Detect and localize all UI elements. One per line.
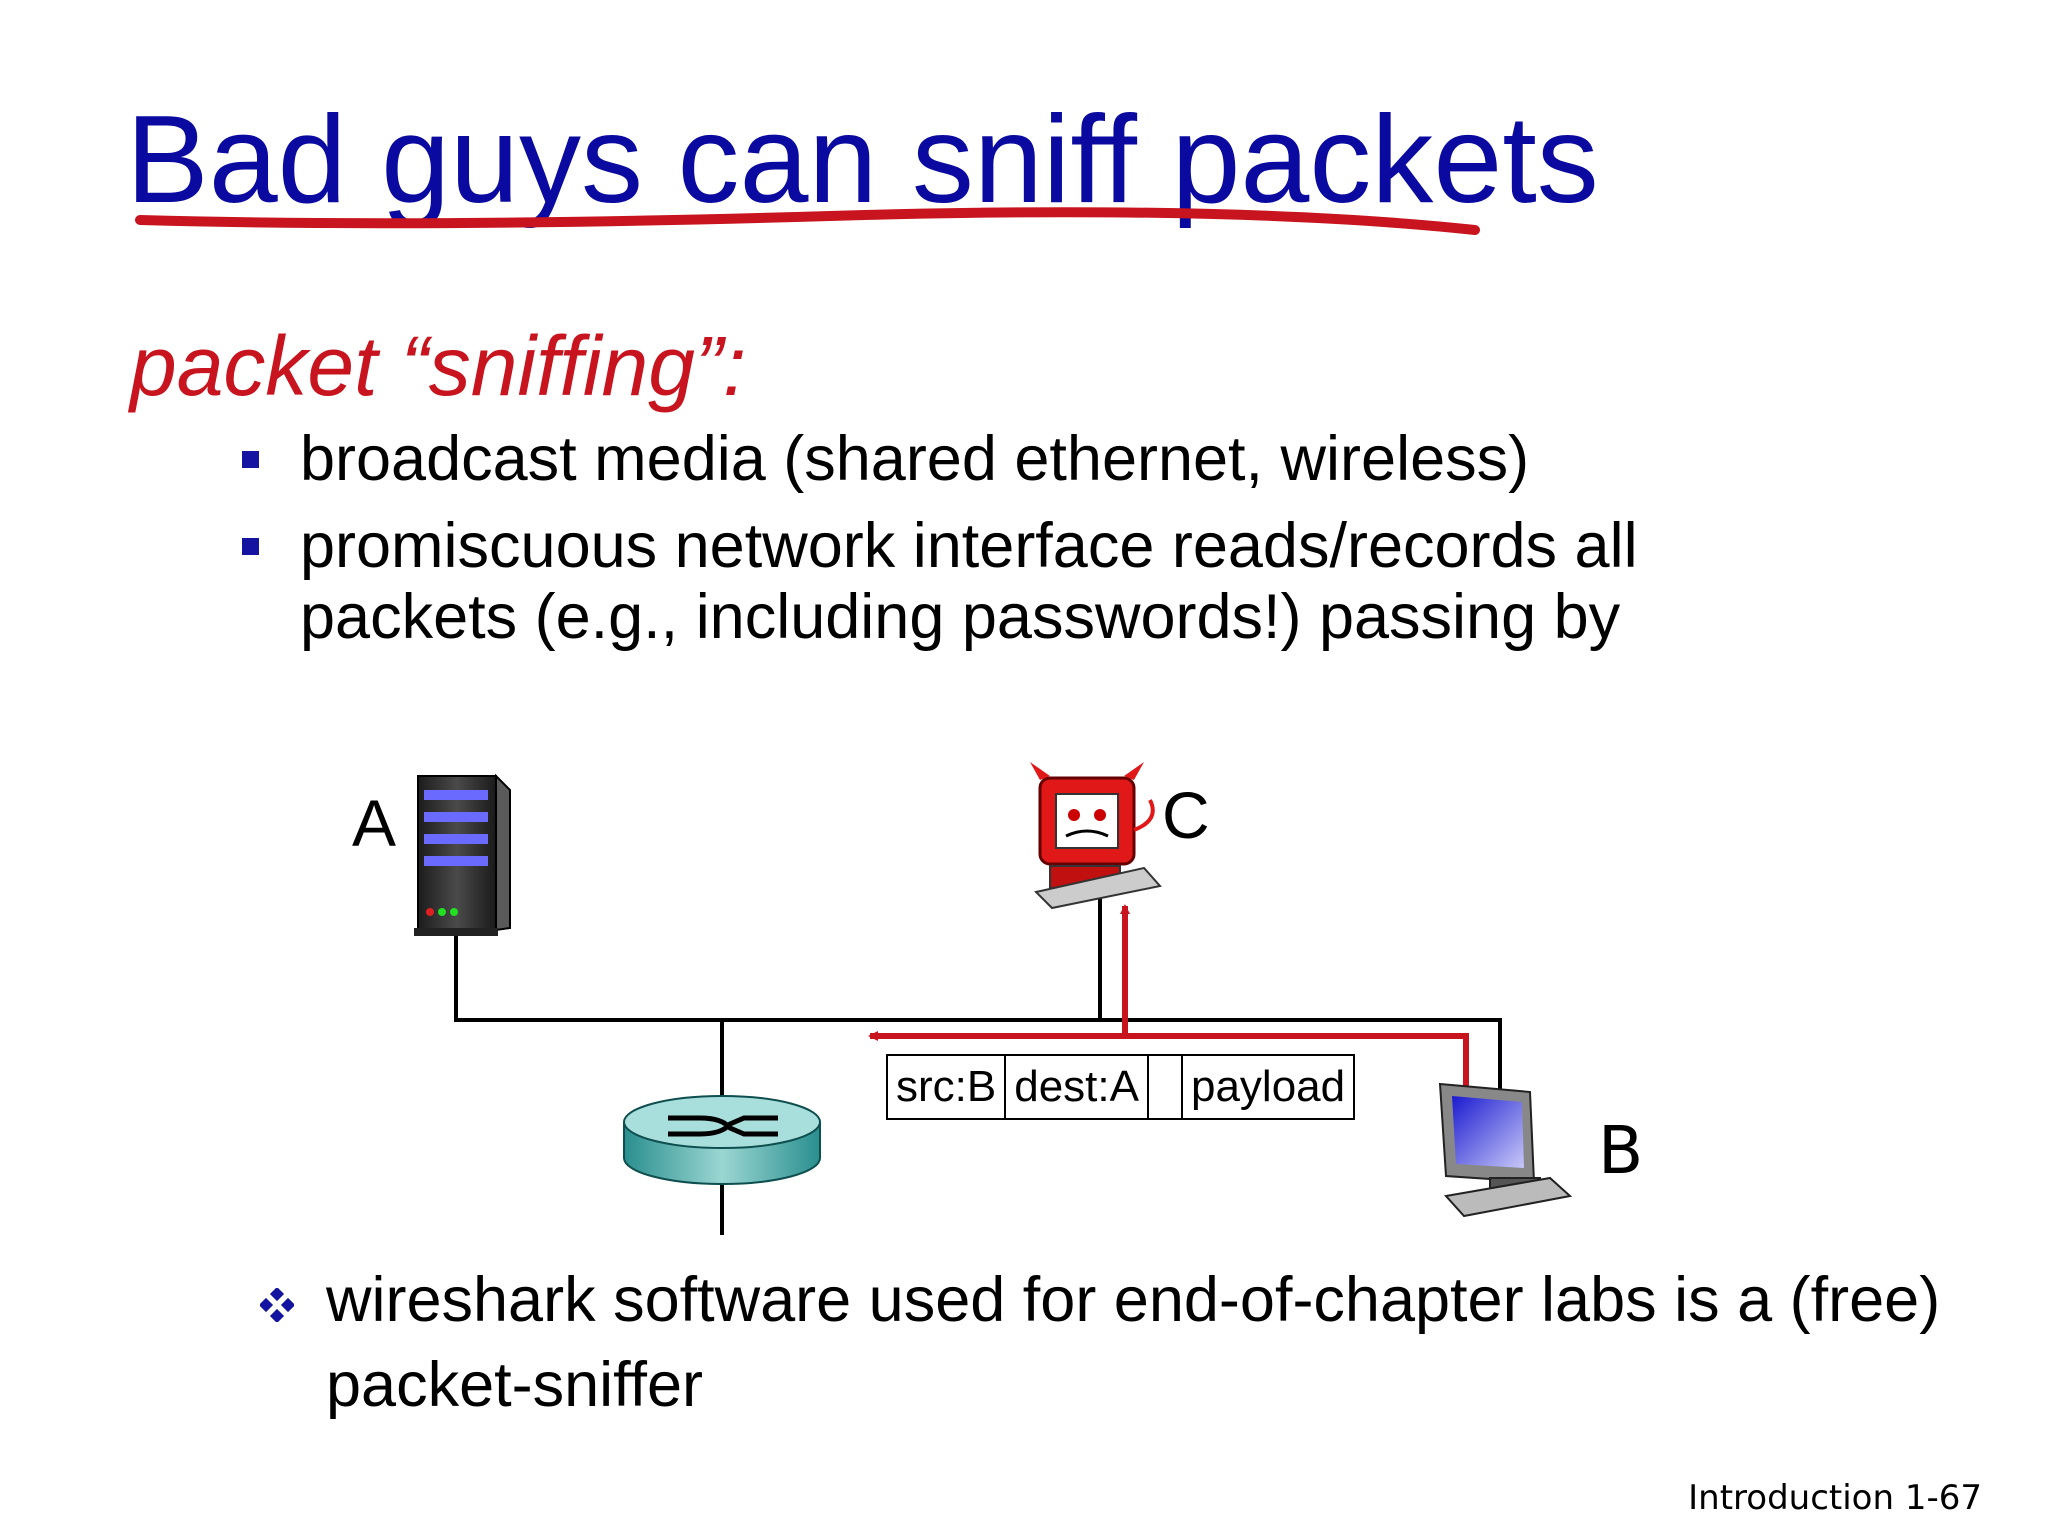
square-bullet-icon <box>242 538 259 555</box>
wireshark-note: wireshark software used for end-of-chapt… <box>260 1258 1966 1428</box>
packet-payload-field: payload <box>1190 1062 1346 1111</box>
title-underline <box>135 207 1480 235</box>
square-bullet-icon <box>242 451 259 468</box>
devil-computer-icon <box>1030 762 1162 910</box>
bullet-text: promiscuous network interface reads/reco… <box>300 511 1638 652</box>
sniff-path-arrows <box>868 904 1469 1108</box>
host-c-label: C <box>1162 778 1210 852</box>
packet-header: src:B dest:A payload <box>886 1054 1356 1120</box>
bullet-item: broadcast media (shared ethernet, wirele… <box>240 424 1840 495</box>
bullet-text: broadcast media (shared ethernet, wirele… <box>300 424 1530 494</box>
host-a-label: A <box>352 786 397 860</box>
packet-blank-field <box>1149 1056 1183 1118</box>
note-text: wireshark software used for end-of-chapt… <box>326 1265 1941 1420</box>
packet-dest-field: dest:A <box>1006 1056 1149 1118</box>
slide-footer: Introduction 1-67 <box>1688 1478 1982 1518</box>
router-icon <box>623 1095 821 1185</box>
server-icon <box>414 773 511 936</box>
diamond-bullet-icon <box>260 1288 294 1322</box>
bullet-item: promiscuous network interface reads/reco… <box>240 511 1840 653</box>
slide-title: Bad guys can sniff packets <box>126 91 1599 229</box>
bullet-list: broadcast media (shared ethernet, wirele… <box>240 424 1840 669</box>
subtitle: packet “sniffing”: <box>130 319 747 413</box>
host-b-label: B <box>1598 1112 1644 1189</box>
desktop-computer-icon <box>1438 1082 1573 1218</box>
packet-src-field: src:B <box>888 1056 1007 1118</box>
